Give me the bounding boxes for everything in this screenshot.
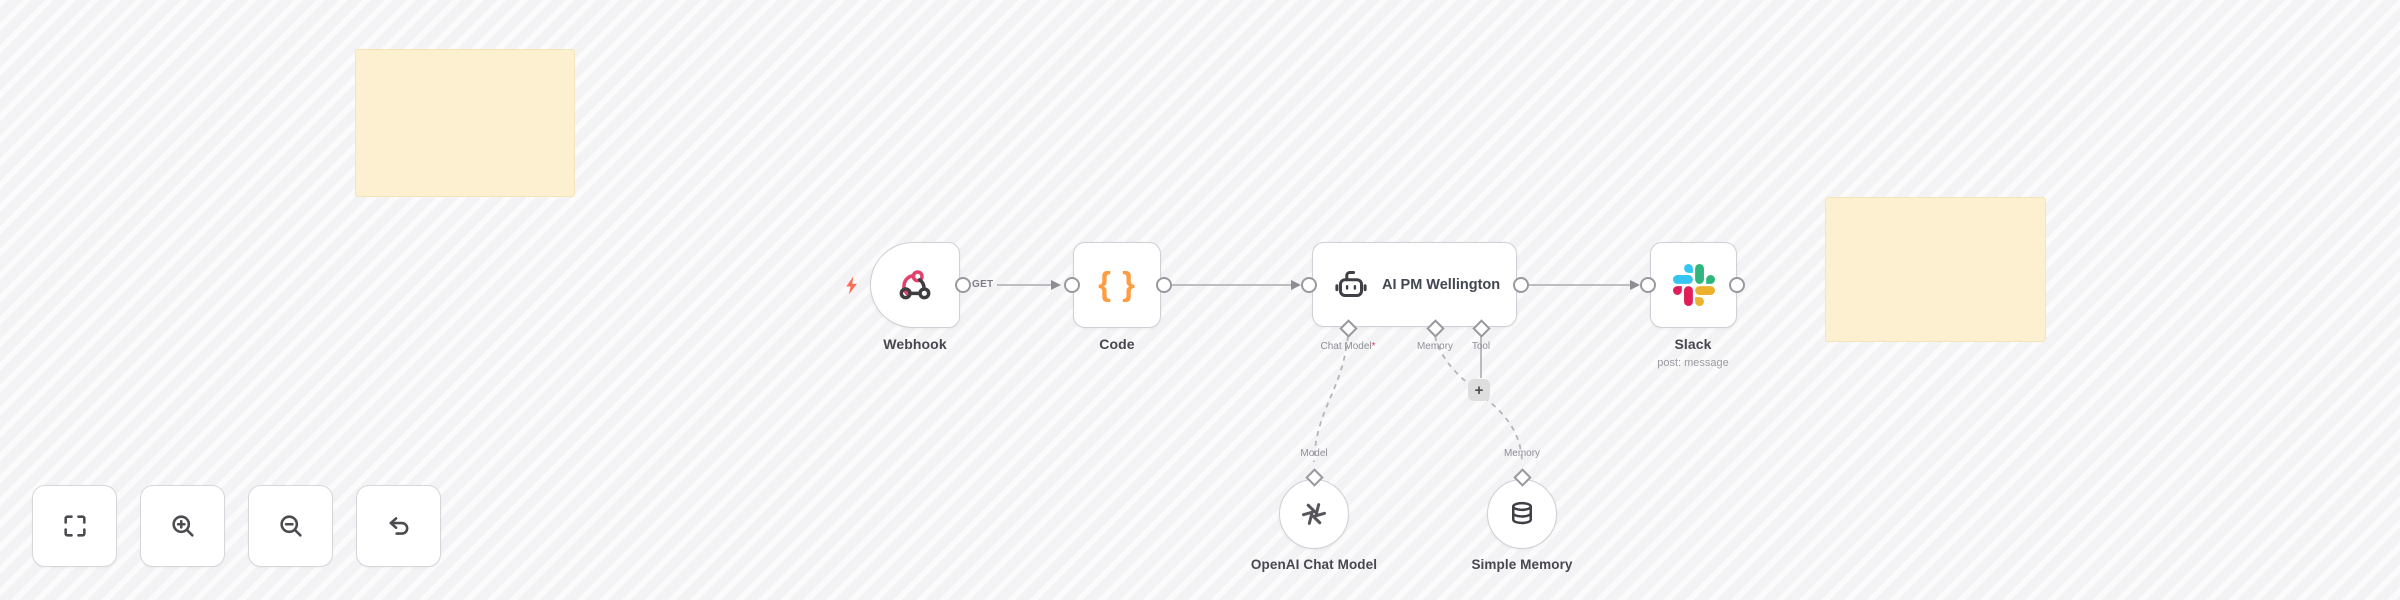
robot-icon	[1333, 267, 1369, 303]
node-label-code: Code	[1099, 336, 1135, 352]
node-ai-agent[interactable]: AI PM Wellington	[1312, 242, 1517, 327]
output-port[interactable]	[1729, 277, 1745, 293]
sticky-note[interactable]	[355, 49, 575, 197]
node-openai-chat-model[interactable]	[1279, 479, 1349, 549]
add-tool-button[interactable]: +	[1468, 379, 1490, 401]
output-port[interactable]	[955, 277, 971, 293]
openai-icon	[1299, 499, 1329, 529]
port-label-memory: Memory	[1416, 341, 1454, 352]
undo-button[interactable]	[356, 485, 441, 567]
zoom-in-button[interactable]	[140, 485, 225, 567]
node-title-ai-agent: AI PM Wellington	[1382, 276, 1501, 293]
zoom-out-button[interactable]	[248, 485, 333, 567]
node-simple-memory[interactable]	[1487, 479, 1557, 549]
node-webhook[interactable]	[870, 242, 960, 328]
node-slack[interactable]	[1650, 242, 1737, 328]
output-port[interactable]	[1156, 277, 1172, 293]
zoom-out-icon	[277, 512, 305, 540]
zoom-to-fit-button[interactable]	[32, 485, 117, 567]
curly-braces-icon	[1098, 267, 1136, 304]
output-port[interactable]	[1513, 277, 1529, 293]
connection-method-label: GET	[972, 279, 994, 290]
port-label-memory-sub: Memory	[1503, 448, 1541, 459]
port-label-model: Model	[1300, 448, 1328, 459]
port-label-tool: Tool	[1471, 341, 1491, 352]
node-label-webhook: Webhook	[883, 336, 947, 352]
sticky-note[interactable]	[1825, 197, 2046, 342]
webhook-icon	[895, 265, 935, 305]
lightning-icon	[843, 276, 860, 295]
zoom-in-icon	[169, 512, 197, 540]
node-label-slack: Slack	[1674, 336, 1712, 352]
node-code[interactable]	[1073, 242, 1161, 328]
input-port[interactable]	[1301, 277, 1317, 293]
database-icon	[1507, 499, 1537, 529]
undo-icon	[385, 512, 413, 540]
fit-view-icon	[61, 512, 89, 540]
input-port[interactable]	[1064, 277, 1080, 293]
input-port[interactable]	[1640, 277, 1656, 293]
canvas-controls	[32, 485, 441, 567]
node-label-simple-memory: Simple Memory	[1471, 557, 1573, 572]
node-label-openai: OpenAI Chat Model	[1250, 557, 1378, 572]
node-subtitle-slack: post: message	[1657, 357, 1729, 369]
port-label-chat-model: Chat Model*	[1320, 341, 1376, 352]
slack-icon	[1672, 264, 1715, 306]
